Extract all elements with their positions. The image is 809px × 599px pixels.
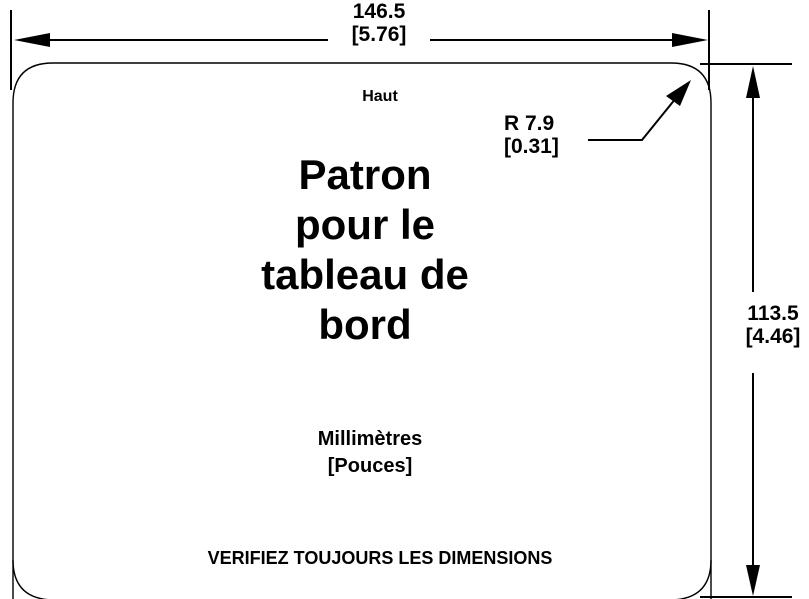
units-label: Millimètres [Pouces]: [270, 426, 470, 480]
units-secondary: [Pouces]: [327, 455, 413, 477]
units-primary: Millimètres: [317, 428, 423, 450]
height-dimension-label: 113.5 [4.46]: [734, 302, 809, 348]
title-line-4: bord: [318, 301, 412, 348]
verify-dimensions-warning: VERIFIEZ TOUJOURS LES DIMENSIONS: [207, 548, 553, 568]
width-in: [5.76]: [351, 23, 407, 47]
width-dimension: [10, 10, 710, 90]
height-in: [4.46]: [745, 325, 801, 349]
width-dimension-label: 146.5 [5.76]: [329, 0, 429, 46]
title-line-3: tableau de: [261, 251, 469, 298]
top-orientation-label: Haut: [362, 88, 398, 105]
radius-label: R 7.9 [0.31]: [504, 112, 584, 158]
template-outline-bottom: [12, 559, 712, 599]
radius-leader: [588, 80, 691, 141]
arrow-left-icon: [14, 33, 50, 47]
radius-in: [0.31]: [504, 135, 559, 159]
radius-mm: R 7.9: [504, 112, 555, 135]
arrow-up-icon: [746, 66, 760, 98]
arrow-right-icon: [672, 33, 708, 47]
title-line-1: Patron: [298, 151, 432, 198]
height-mm: 113.5: [747, 302, 799, 325]
leader-arrow-icon: [666, 80, 691, 106]
title-line-2: pour le: [294, 201, 435, 248]
height-dimension: [700, 63, 792, 598]
page-title: Patron pour le tableau de bord: [210, 150, 520, 350]
width-mm: 146.5: [352, 0, 406, 23]
arrow-down-icon: [746, 565, 760, 596]
